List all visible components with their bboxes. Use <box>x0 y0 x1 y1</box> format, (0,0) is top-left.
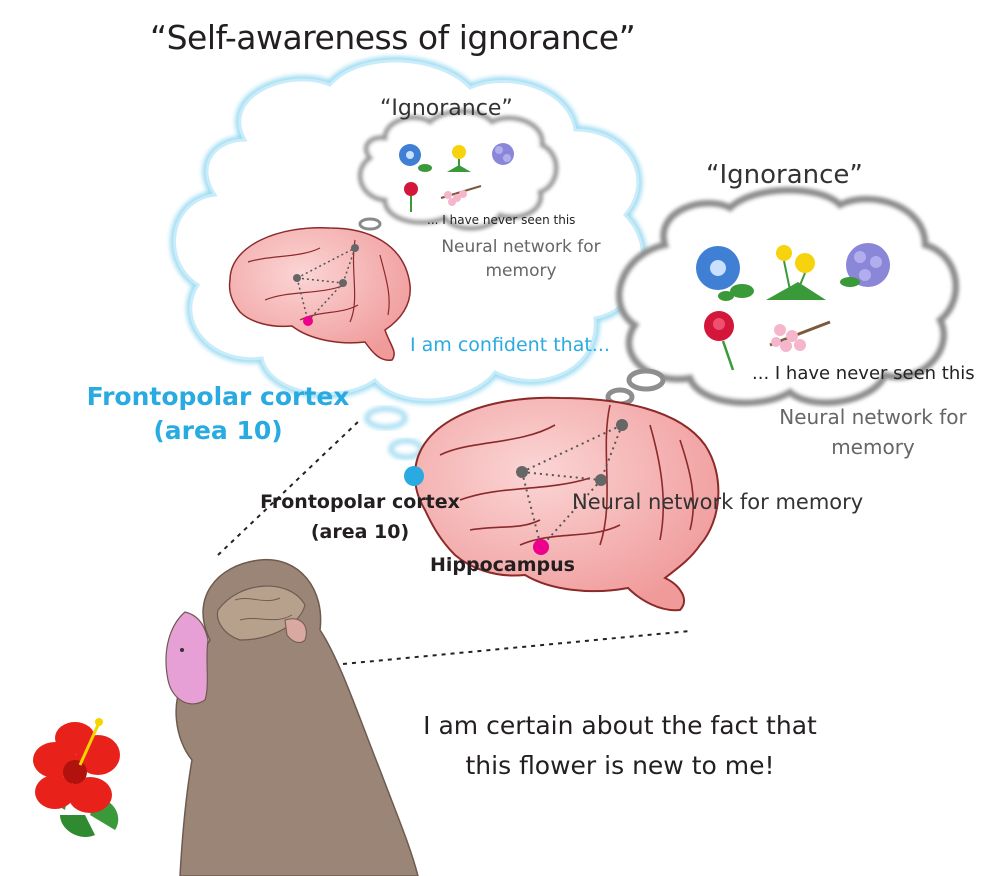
cherry-blossom-icon <box>769 320 831 352</box>
morning-glory-icon <box>399 144 432 172</box>
monkey-illustration <box>165 559 419 876</box>
big-cloud-heading: “Ignorance” <box>706 160 863 190</box>
dandelion-icon <box>447 145 471 172</box>
pointer-line-to-brain <box>342 630 691 665</box>
dandelion-icon <box>766 245 826 300</box>
small-cloud-caption: ... I have never seen this <box>427 213 576 227</box>
hippocampus-dot-small <box>303 316 313 326</box>
cherry-blossom-icon <box>440 185 482 206</box>
hydrangea-icon <box>840 243 890 287</box>
big-cloud-network-label: Neural network for memory <box>779 405 967 459</box>
brain-frontopolar-label: Frontopolar cortex (area 10) <box>260 491 460 543</box>
frontopolar-dot <box>404 466 424 486</box>
diagram-title: “Self-awareness of ignorance” <box>150 18 636 57</box>
carnation-icon <box>404 182 418 212</box>
hippocampus-label: Hippocampus <box>430 554 575 576</box>
hydrangea-icon <box>492 143 514 165</box>
morning-glory-icon <box>696 246 754 301</box>
pointer-line-to-fpc <box>217 419 361 556</box>
hippocampus-dot <box>533 539 549 555</box>
frontopolar-blue-label: Frontopolar cortex (area 10) <box>86 382 350 445</box>
small-cloud-network-label: Neural network for memory <box>441 237 601 281</box>
flowers-big <box>696 243 890 371</box>
brain-network-label: Neural network for memory <box>572 490 864 514</box>
small-brain <box>228 226 411 361</box>
big-cloud-caption: ... I have never seen this <box>752 363 975 384</box>
hibiscus-flower-icon <box>33 718 120 838</box>
carnation-icon <box>704 311 735 371</box>
big-brain <box>404 396 720 612</box>
flowers-small <box>399 143 514 212</box>
small-cloud-heading: “Ignorance” <box>380 96 513 121</box>
statement-text: I am certain about the fact that this fl… <box>423 711 817 780</box>
confidence-text: I am confident that... <box>410 334 610 356</box>
